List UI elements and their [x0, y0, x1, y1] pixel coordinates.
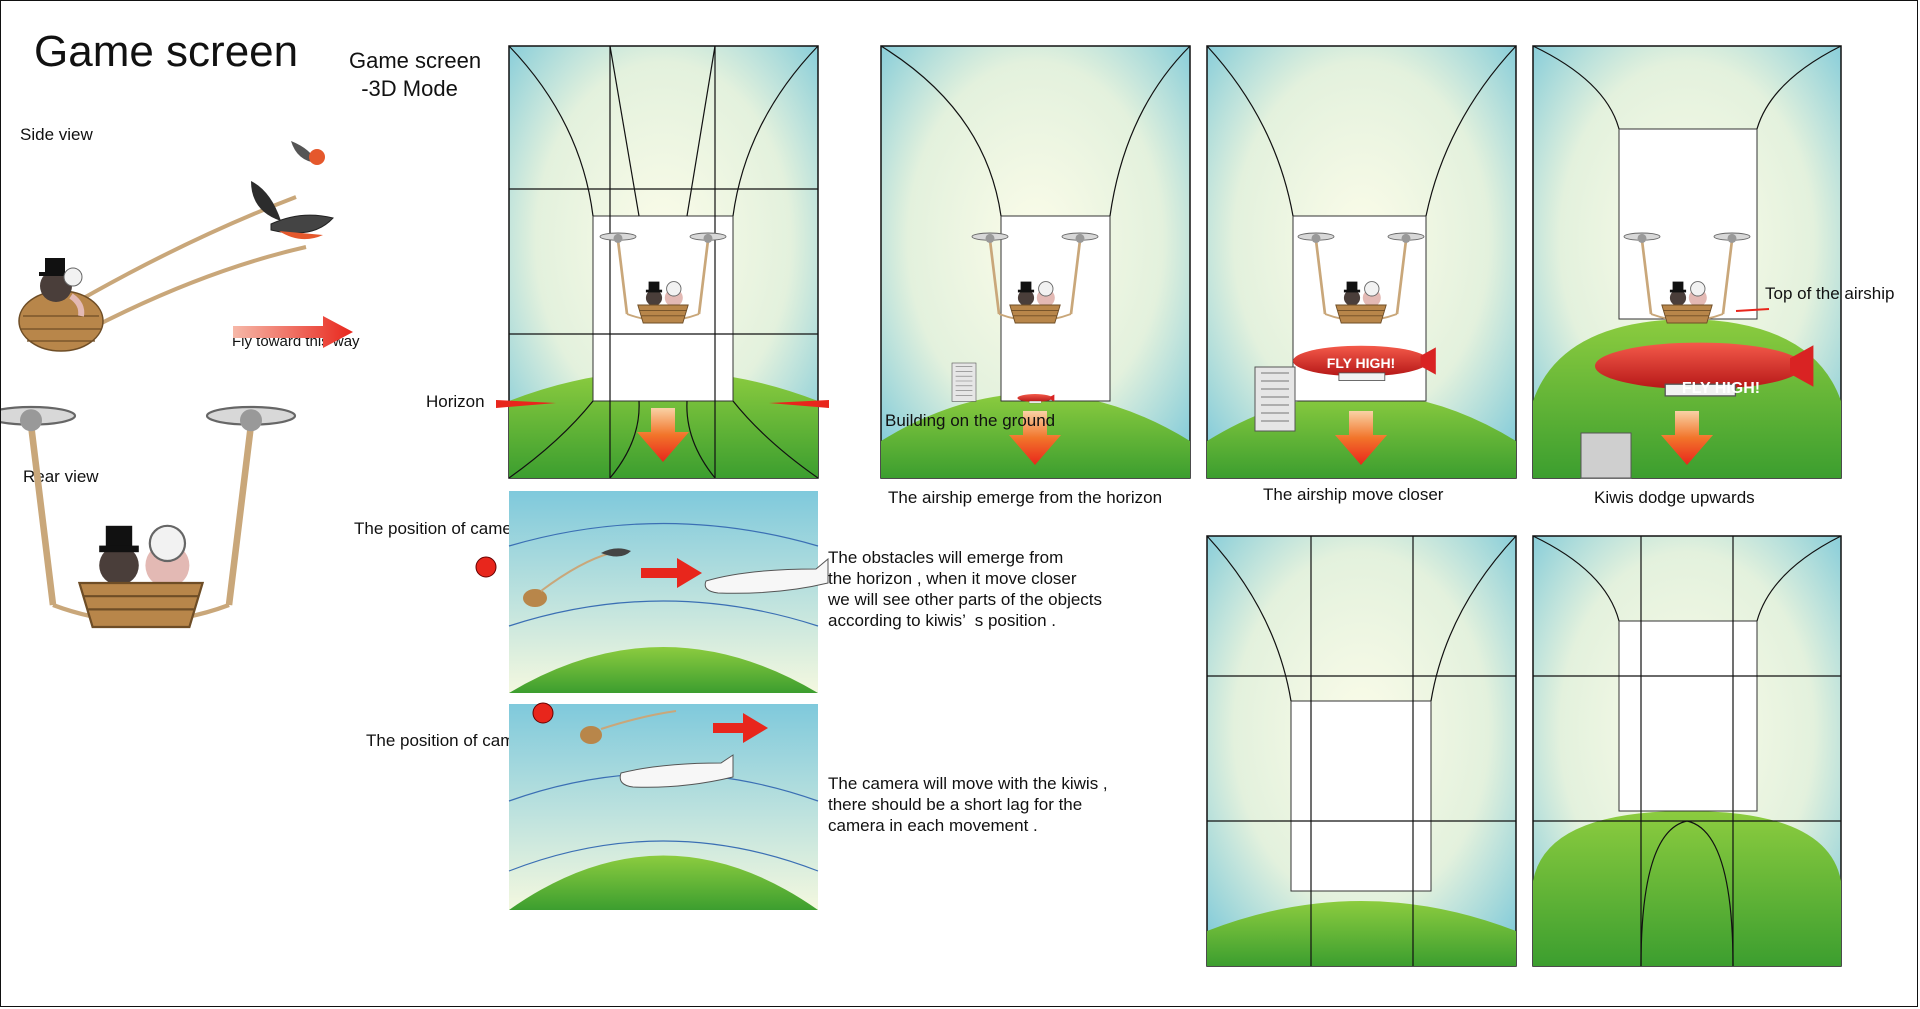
scene-panel-dodge: FLY HIGH! — [1532, 45, 1842, 479]
horizon-marker-right — [769, 400, 829, 408]
grid-panel-bottom-right — [1532, 535, 1842, 967]
side-view-illustration — [18, 141, 353, 352]
page-subtitle: Game screen -3D Mode — [349, 48, 482, 101]
horizon-label: Horizon — [426, 392, 485, 411]
side-view-label: Side view — [20, 125, 93, 144]
camera-panel-1 — [475, 491, 829, 693]
caption-emerge: The airship emerge from the horizon — [888, 488, 1163, 507]
caption-closer: The airship move closer — [1263, 485, 1444, 504]
camera-position-label-2: The position of camera — [366, 731, 539, 750]
airship-label-closer: FLY HIGH! — [1327, 355, 1395, 371]
airship-label-dodge: FLY HIGH! — [1682, 380, 1760, 397]
rear-view-illustration — [1, 407, 295, 627]
scene-panel-closer: FLY HIGH! — [1206, 45, 1517, 479]
camera-position-label-1: The position of camera — [354, 519, 527, 538]
horizon-marker-left — [496, 400, 556, 408]
scene-panel-emerge — [880, 45, 1191, 479]
rear-view-label: Rear view — [23, 467, 99, 486]
grid-panel-bottom-left — [1206, 535, 1517, 967]
camera-panel-2 — [508, 702, 819, 910]
top-of-airship-label: Top of the airship — [1765, 284, 1895, 303]
perspective-grid-panel — [496, 45, 829, 479]
camera-dot-2 — [532, 702, 554, 724]
camera-note: The camera will move with the kiwis , th… — [828, 774, 1108, 835]
obstacles-note: The obstacles will emerge from the horiz… — [828, 548, 1103, 630]
caption-dodge: Kiwis dodge upwards — [1594, 488, 1755, 507]
camera-dot-1 — [475, 556, 497, 578]
page-title: Game screen — [34, 27, 299, 76]
building-label: Building on the ground — [885, 411, 1056, 430]
